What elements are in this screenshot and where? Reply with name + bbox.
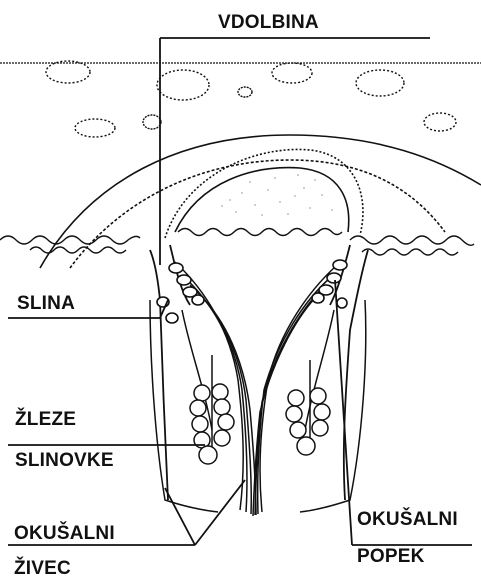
label-okusalni-zivec-line2: ŽIVEC [14,557,71,579]
papilla-shading [221,174,333,216]
label-okusalni-popek-line2: POPEK [357,546,425,567]
label-vdolbina: VDOLBINA [218,12,319,33]
salivary-gland-left [190,355,234,464]
label-slina: SLINA [17,293,75,314]
label-zleze-line2: SLINOVKE [15,450,114,471]
upper-tissue-layer [0,61,481,137]
label-okusalni-zivec-line1: OKUŠALNI [14,522,115,544]
salivary-gland-right [286,360,330,455]
label-okusalni-popek-line1: OKUŠALNI [357,508,458,530]
label-zleze-line1: ŽLEZE [15,408,76,430]
epithelium-surface [0,229,474,256]
taste-buds-left [157,263,204,323]
taste-buds-right [312,260,347,308]
